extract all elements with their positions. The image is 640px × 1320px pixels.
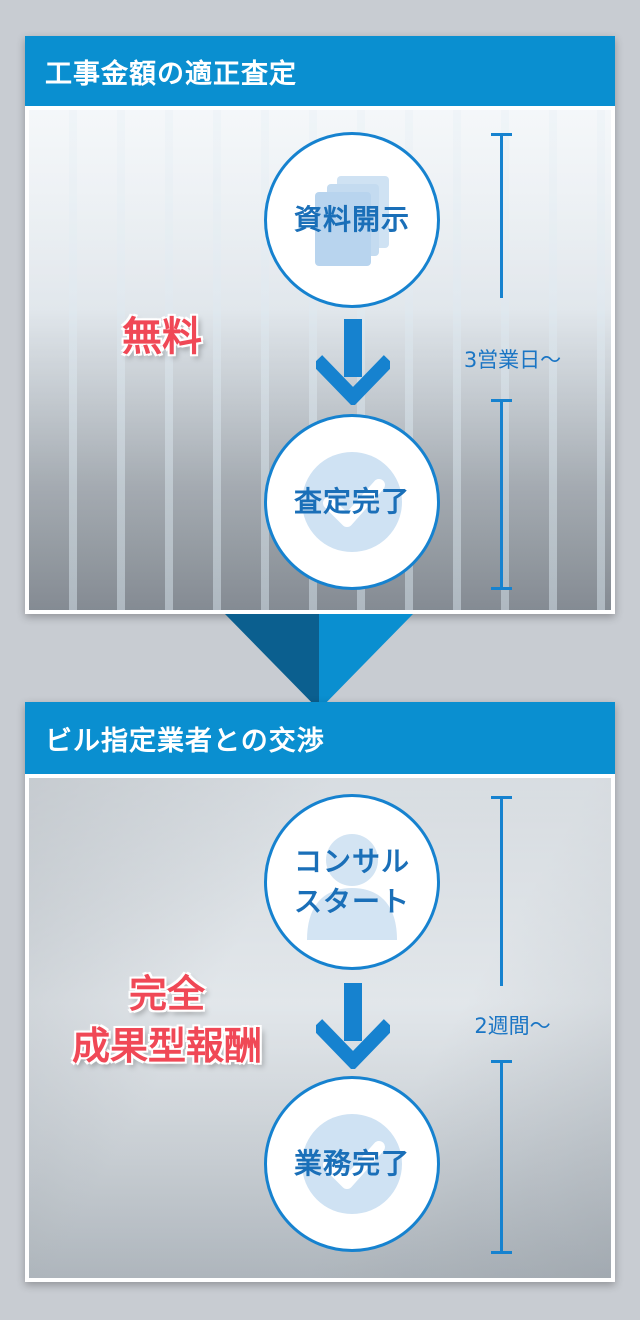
step-circle-work-complete: 業務完了 <box>264 1076 440 1252</box>
step-label: 資料開示 <box>293 203 410 236</box>
documents-icon <box>315 176 389 266</box>
step-label: 業務完了 <box>293 1147 410 1180</box>
section-contractor-negotiation: ビル指定業者との交渉 コンサル スタート 完全 成果型報酬 2週間〜 業務完了 <box>25 702 615 1282</box>
badge-line2: 成果型報酬 <box>71 1024 262 1068</box>
step-circle-document-disclosure: 資料開示 <box>264 132 440 308</box>
duration-label: 2週間〜 <box>474 1014 551 1038</box>
checkmark-icon <box>302 452 402 552</box>
section-price-assessment: 工事金額の適正査定 資料開示 無料 3営業日〜 査定完了 <box>25 36 615 614</box>
step-label-line1: コンサル <box>293 845 410 878</box>
step-circle-consulting-start: コンサル スタート <box>264 794 440 970</box>
duration-bracket-bottom <box>491 1060 512 1254</box>
duration-bracket-top <box>491 796 512 986</box>
section-title: ビル指定業者との交渉 <box>25 702 615 774</box>
step-label-line2: スタート <box>293 885 410 918</box>
duration-bracket-bottom <box>491 399 512 590</box>
success-fee-badge: 完全 成果型報酬 <box>47 968 287 1072</box>
duration-bracket-top <box>491 133 512 298</box>
duration-label: 3営業日〜 <box>463 348 562 372</box>
step-circle-assessment-complete: 査定完了 <box>264 414 440 590</box>
checkmark-icon <box>302 1114 402 1214</box>
arrow-down-icon <box>316 319 390 405</box>
flow-connector-arrow <box>225 614 413 710</box>
section-title: 工事金額の適正査定 <box>25 36 615 106</box>
person-icon <box>307 834 397 940</box>
arrow-down-icon <box>316 983 390 1069</box>
step-label: 査定完了 <box>293 485 410 518</box>
free-badge: 無料 <box>122 314 202 360</box>
badge-line1: 完全 <box>128 972 205 1016</box>
